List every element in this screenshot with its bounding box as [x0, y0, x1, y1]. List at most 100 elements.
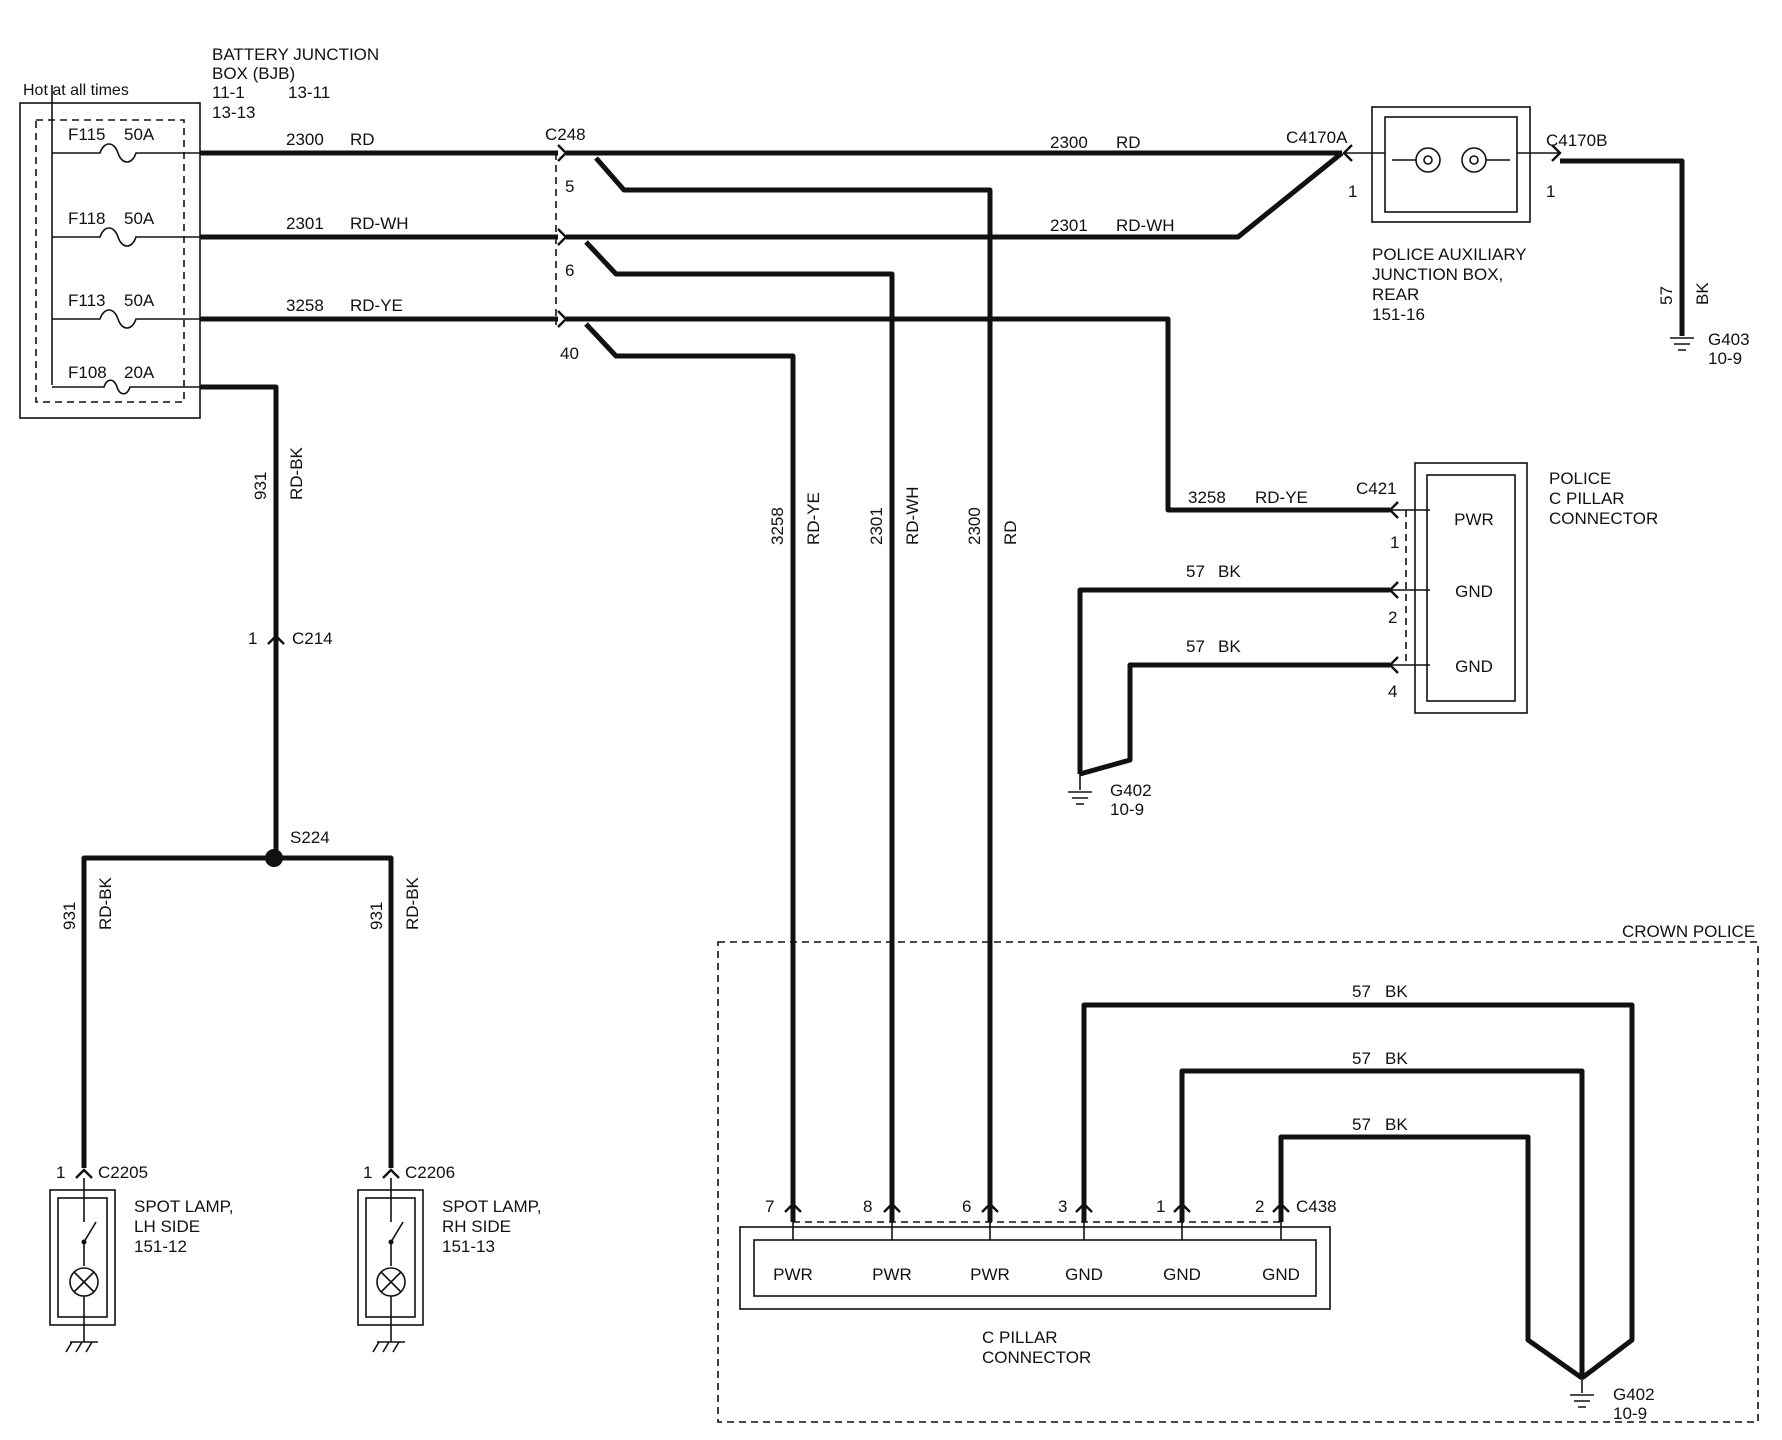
svg-text:10-9: 10-9: [1110, 800, 1144, 819]
fuse-f108-symbol: [52, 379, 200, 395]
aux-box-title-line2: JUNCTION BOX,: [1372, 265, 1503, 284]
c2206-pin: 1: [363, 1163, 372, 1182]
c4170a-pin: 1: [1348, 182, 1357, 201]
svg-text:931: 931: [251, 472, 270, 500]
fuse-f113-symbol: [52, 309, 200, 329]
svg-text:57: 57: [1352, 1115, 1371, 1134]
svg-text:RD-WH: RD-WH: [350, 214, 409, 233]
c421-label: C421: [1356, 479, 1397, 498]
svg-text:RD-BK: RD-BK: [287, 446, 306, 500]
c421-title-line3: CONNECTOR: [1549, 509, 1658, 528]
connector-c421: C421 POLICE C PILLAR CONNECTOR PWR GND G…: [1356, 462, 1658, 714]
switch-icon: [83, 1221, 97, 1243]
c2205-pin: 1: [56, 1163, 65, 1182]
ground-icon: [1570, 1394, 1594, 1408]
wire-931-rh: 931 RD-BK: [274, 855, 422, 1168]
battery-junction-box: Hot at all times BATTERY JUNCTION BOX (B…: [19, 45, 379, 419]
fuse-f108-id: F108: [68, 363, 107, 382]
fuse-f115-symbol: [52, 143, 200, 163]
wire-2300-vertical: 2300 RD: [594, 156, 1020, 1222]
svg-text:1: 1: [1156, 1197, 1165, 1216]
c2206-label: C2206: [405, 1163, 455, 1182]
fuse-f115-id: F115: [68, 125, 106, 144]
wire-57-c438-pin2: 57 BK: [1278, 1115, 1584, 1381]
connector-c438: C438 C PILLAR CONNECTOR 7 PWR 8 PWR 6 PW…: [739, 1197, 1337, 1367]
svg-text:BK: BK: [1218, 562, 1241, 581]
wire-57-c421-pin2: 57 BK: [1077, 562, 1390, 774]
c438-pin-6: 6 PWR: [962, 1197, 1010, 1284]
c438-pin-2: 2 GND: [1255, 1197, 1300, 1284]
wire-3258-top: 3258 RD-YE: [200, 296, 558, 322]
chassis-ground-icon: [65, 1341, 98, 1353]
bjb-title-line2: BOX (BJB): [212, 64, 295, 83]
wire-3258-vertical: 3258 RD-YE: [584, 322, 823, 1222]
svg-text:6: 6: [962, 1197, 971, 1216]
svg-text:BK: BK: [1693, 282, 1712, 305]
svg-text:57: 57: [1186, 637, 1205, 656]
fuse-f118: F118 50A: [52, 209, 200, 247]
svg-text:3258: 3258: [286, 296, 324, 315]
spot-lh-title-line1: SPOT LAMP,: [134, 1197, 234, 1216]
svg-text:BK: BK: [1385, 1115, 1408, 1134]
bjb-title-line1: BATTERY JUNCTION: [212, 45, 379, 64]
wire-2301-top: 2301 RD-WH: [200, 214, 558, 240]
svg-text:RD-YE: RD-YE: [350, 296, 403, 315]
svg-text:RD-YE: RD-YE: [804, 492, 823, 545]
fuse-f118-id: F118: [68, 209, 106, 228]
svg-text:57: 57: [1352, 1049, 1371, 1068]
spot-rh-ref: 151-13: [442, 1237, 495, 1256]
fuse-f113-id: F113: [68, 291, 106, 310]
c421-pin-1: 1: [1390, 533, 1399, 552]
c421-pin-gnd2-label: GND: [1455, 657, 1493, 676]
svg-text:57: 57: [1657, 286, 1676, 305]
svg-text:RD: RD: [350, 130, 375, 149]
fuse-f108: F108 20A: [52, 363, 200, 395]
c438-pin-7: 7 PWR: [765, 1197, 813, 1284]
spot-lamp-rh: 1 C2206 SPOT LAMP, RH SIDE 151-13: [357, 1163, 542, 1353]
svg-text:7: 7: [765, 1197, 774, 1216]
svg-text:2: 2: [1255, 1197, 1264, 1216]
svg-text:PWR: PWR: [970, 1265, 1010, 1284]
svg-text:RD-BK: RD-BK: [96, 876, 115, 930]
svg-text:GND: GND: [1262, 1265, 1300, 1284]
wire-931-top: 931 RD-BK: [200, 384, 306, 858]
police-aux-junction-box: C4170A C4170B 1 1 POLICE AUXILIARY JUNCT…: [1286, 106, 1607, 324]
c248-pin-5: 5: [565, 177, 574, 196]
c4170b-label: C4170B: [1546, 131, 1607, 150]
c421-pin-pwr-label: PWR: [1454, 510, 1494, 529]
c248-pin-40: 40: [560, 344, 579, 363]
svg-text:BK: BK: [1385, 982, 1408, 1001]
spot-lh-ref: 151-12: [134, 1237, 187, 1256]
svg-text:931: 931: [60, 902, 79, 930]
svg-text:8: 8: [863, 1197, 872, 1216]
svg-text:10-9: 10-9: [1613, 1404, 1647, 1423]
c438-pin-1: 1 GND: [1156, 1197, 1201, 1284]
c421-title-line2: C PILLAR: [1549, 489, 1625, 508]
chassis-ground-icon: [372, 1341, 405, 1353]
svg-text:RD: RD: [1001, 520, 1020, 545]
fuse-f115-rating: 50A: [124, 125, 155, 144]
aux-box-ref: 151-16: [1372, 305, 1425, 324]
svg-text:931: 931: [367, 902, 386, 930]
switch-icon: [390, 1221, 404, 1243]
bjb-ref-3: 13-13: [212, 103, 255, 122]
spot-rh-title-line1: SPOT LAMP,: [442, 1197, 542, 1216]
wire-3258-right: 3258 RD-YE: [566, 316, 1390, 513]
svg-text:3: 3: [1058, 1197, 1067, 1216]
c214-label: C214: [292, 629, 333, 648]
svg-text:BK: BK: [1218, 637, 1241, 656]
ground-g403: G403 10-9: [1670, 330, 1750, 368]
spot-lh-title-line2: LH SIDE: [134, 1217, 200, 1236]
c2205-label: C2205: [98, 1163, 148, 1182]
svg-text:10-9: 10-9: [1708, 349, 1742, 368]
svg-text:G402: G402: [1613, 1385, 1655, 1404]
c214-pin: 1: [248, 629, 257, 648]
c421-pin-2: 2: [1388, 608, 1397, 627]
svg-text:G403: G403: [1708, 330, 1750, 349]
svg-text:RD-YE: RD-YE: [1255, 488, 1308, 507]
c421-title-line1: POLICE: [1549, 469, 1611, 488]
c248-label: C248: [545, 125, 586, 144]
ground-g402-mid: G402 10-9: [1068, 774, 1152, 819]
svg-text:2301: 2301: [867, 507, 886, 545]
